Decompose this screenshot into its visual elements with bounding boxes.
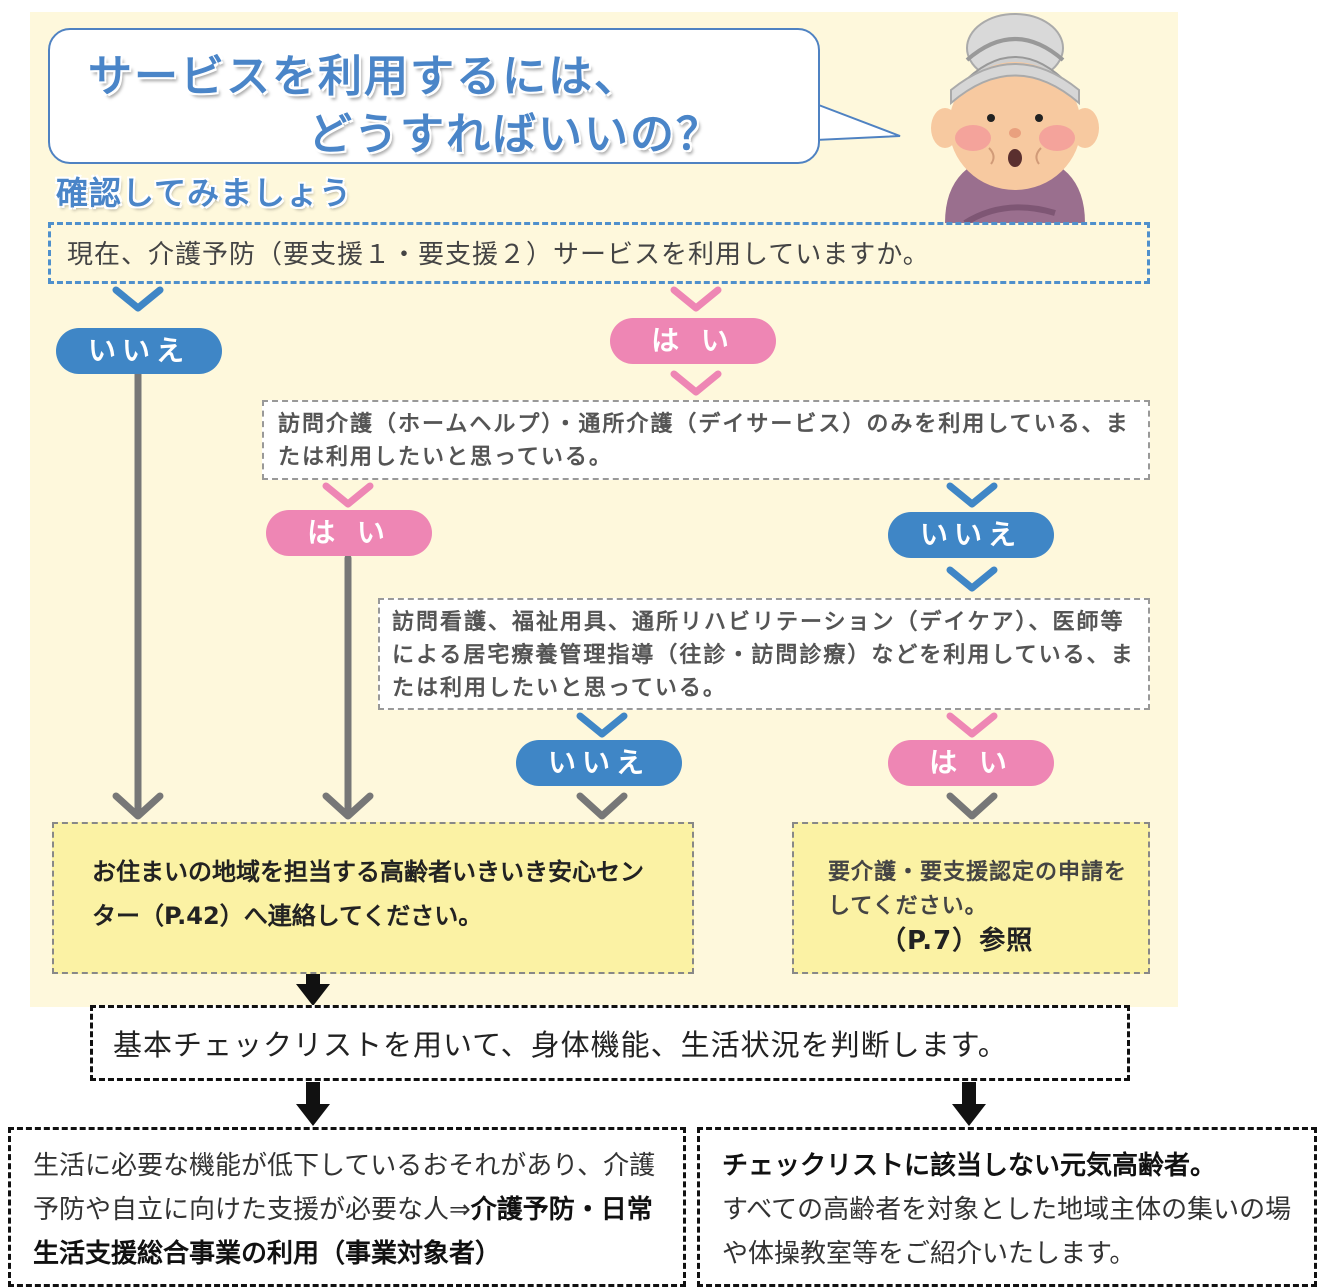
arrow-q1-no (112, 286, 164, 312)
outcome-left: 生活に必要な機能が低下しているおそれがあり、介護予防や自立に向けた支援が必要な人… (8, 1127, 686, 1287)
arrow-to-contact-2 (322, 792, 374, 820)
title-line-1: サービスを利用するには、 (88, 51, 640, 102)
arrow-q2-yes (322, 482, 374, 508)
subtitle: 確認してみましょう (56, 174, 353, 212)
arrow-checklist-to-left (296, 1104, 330, 1126)
arrow-contact-to-checklist (296, 984, 330, 1006)
label-no-q3: いいえ (516, 740, 682, 786)
speech-bubble: サービスを利用するには、 どうすればいいの？ (48, 28, 820, 164)
arrow-to-contact-3 (576, 792, 628, 820)
outcome-left-bold: 介護予防・日常生活支援総合事業の利用（事業対象者） (33, 1195, 653, 1269)
outcome-right-text: すべての高齢者を対象とした地域主体の集いの場や体操教室等をご紹介いたします。 (722, 1195, 1292, 1269)
arrow-q1-yes (670, 286, 722, 312)
outcome-right-bold: チェックリストに該当しない元気高齢者。 (722, 1151, 1217, 1181)
question-1: 現在、介護予防（要支援１・要支援２）サービスを利用していますか。 (48, 222, 1150, 284)
arrow-to-contact-1 (112, 792, 164, 820)
arrow-no-q3 (946, 566, 998, 592)
arrow-q2-no (946, 482, 998, 508)
label-yes-q3: は い (888, 740, 1054, 786)
label-no-q2: いいえ (888, 512, 1054, 558)
result-apply-ref: （P.7）参照 (880, 926, 1034, 956)
arrow-to-apply (946, 792, 998, 820)
checklist-step: 基本チェックリストを用いて、身体機能、生活状況を判断します。 (90, 1005, 1130, 1081)
grandmother-illustration (931, 13, 1099, 223)
arrow-q3-no (576, 712, 628, 738)
arrow-yes-q2 (670, 370, 722, 396)
question-2: 訪問介護（ホームヘルプ）・通所介護（デイサービス）のみを利用している、または利用… (262, 400, 1150, 480)
arrow-checklist-to-right (952, 1104, 986, 1126)
result-apply-text: 要介護・要支援認定の申請をしてください。 (828, 860, 1128, 919)
label-no-q1: いいえ (56, 328, 222, 374)
arrow-q3-yes (946, 712, 998, 738)
question-3: 訪問看護、福祉用具、通所リハビリテーション（デイケア）、医師等による居宅療養管理… (378, 598, 1150, 710)
outcome-left-text: 生活に必要な機能が低下しているおそれがあり、介護予防や自立に向けた支援が必要な人… (33, 1151, 656, 1225)
label-yes-q2: は い (266, 510, 432, 556)
result-apply-certification: 要介護・要支援認定の申請をしてください。 （P.7）参照 (792, 822, 1150, 974)
outcome-right: チェックリストに該当しない元気高齢者。 すべての高齢者を対象とした地域主体の集い… (697, 1127, 1317, 1287)
label-yes-q1: は い (610, 318, 776, 364)
result-contact-center: お住まいの地域を担当する高齢者いきいき安心センター（P.42）へ連絡してください… (52, 822, 694, 974)
speech-bubble-tail (815, 102, 901, 142)
title-line-2: どうすればいいの？ (308, 109, 722, 160)
